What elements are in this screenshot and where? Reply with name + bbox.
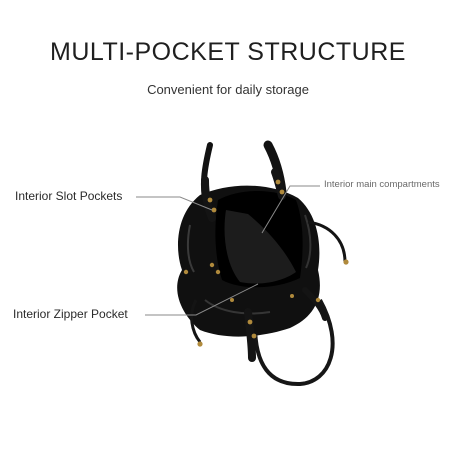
bag-interior-shade [224,210,296,284]
callout-line-slot [136,196,213,211]
callout-interior-zipper-pocket: Interior Zipper Pocket [13,307,128,321]
callout-interior-slot-pockets: Interior Slot Pockets [15,189,123,203]
drawstring-left [190,299,202,343]
page-subtitle: Convenient for daily storage [147,82,309,97]
bag-long-strap [253,299,335,387]
drawstring-right [307,220,347,263]
callout-line-main [261,185,320,234]
page-title: MULTI-POCKET STRUCTURE [50,38,406,66]
callout-interior-main-compartments: Interior main compartments [324,179,440,190]
callout-line-zipper [145,283,259,316]
